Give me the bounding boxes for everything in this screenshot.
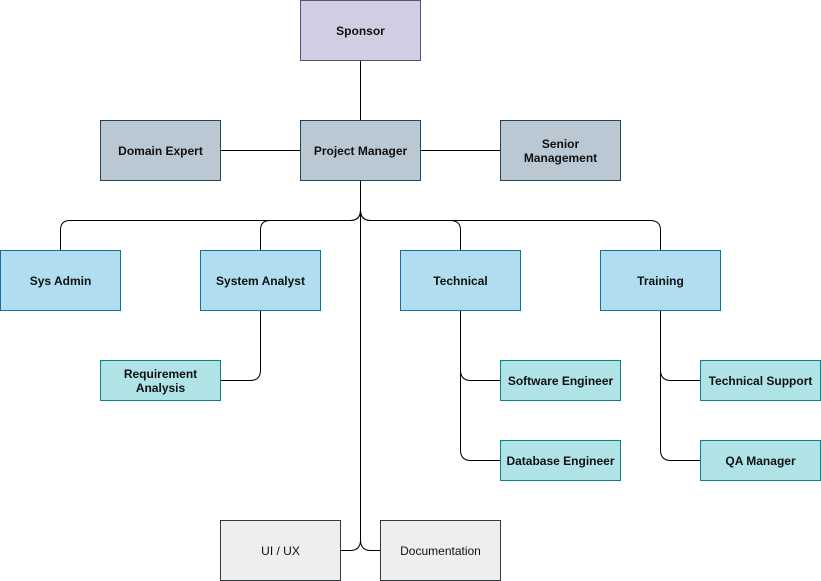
node-label: System Analyst: [216, 273, 305, 288]
node-training[interactable]: Training: [600, 250, 721, 311]
node-label: Sponsor: [336, 23, 385, 38]
node-domain-expert[interactable]: Domain Expert: [100, 120, 221, 181]
node-label: Database Engineer: [506, 453, 615, 468]
node-label: Project Manager: [313, 143, 408, 158]
node-label: Senior Management: [523, 136, 598, 165]
node-label: Domain Expert: [118, 143, 203, 158]
edge-project-manager-training: [360, 209, 661, 250]
node-label: Sys Admin: [29, 273, 92, 288]
node-label: UI / UX: [261, 543, 300, 558]
node-technical-support[interactable]: Technical Support: [700, 360, 821, 401]
node-label: QA Manager: [725, 453, 796, 468]
edge-project-manager-technical: [360, 209, 461, 250]
edge-project-manager-ui-ux: [340, 180, 361, 551]
node-label: Documentation: [400, 543, 481, 558]
node-label: Software Engineer: [507, 373, 614, 388]
node-label: Training: [637, 273, 684, 288]
edge-project-manager-system-analyst: [260, 209, 361, 250]
edge-system-analyst-requirement-analysis: [220, 310, 261, 381]
node-software-engineer[interactable]: Software Engineer: [500, 360, 621, 401]
edge-project-manager-documentation: [360, 539, 380, 551]
node-sys-admin[interactable]: Sys Admin: [0, 250, 121, 311]
node-technical[interactable]: Technical: [400, 250, 521, 311]
edge-project-manager-sys-admin: [60, 180, 361, 250]
node-database-engineer[interactable]: Database Engineer: [500, 440, 621, 481]
node-system-analyst[interactable]: System Analyst: [200, 250, 321, 311]
node-documentation[interactable]: Documentation: [380, 520, 501, 581]
node-senior-management[interactable]: Senior Management: [500, 120, 621, 181]
node-label: Technical Support: [708, 373, 813, 388]
edge-training-technical-support: [660, 310, 700, 381]
node-ui-ux[interactable]: UI / UX: [220, 520, 341, 581]
node-label: Requirement Analysis: [123, 366, 198, 395]
edge-technical-software-engineer: [460, 310, 500, 381]
node-requirement-analysis[interactable]: Requirement Analysis: [100, 360, 221, 401]
edge-technical-database-engineer: [460, 370, 500, 461]
node-project-manager[interactable]: Project Manager: [300, 120, 421, 181]
node-qa-manager[interactable]: QA Manager: [700, 440, 821, 481]
edge-training-qa-manager: [660, 370, 700, 461]
node-sponsor[interactable]: Sponsor: [300, 0, 421, 61]
node-label: Technical: [433, 273, 488, 288]
